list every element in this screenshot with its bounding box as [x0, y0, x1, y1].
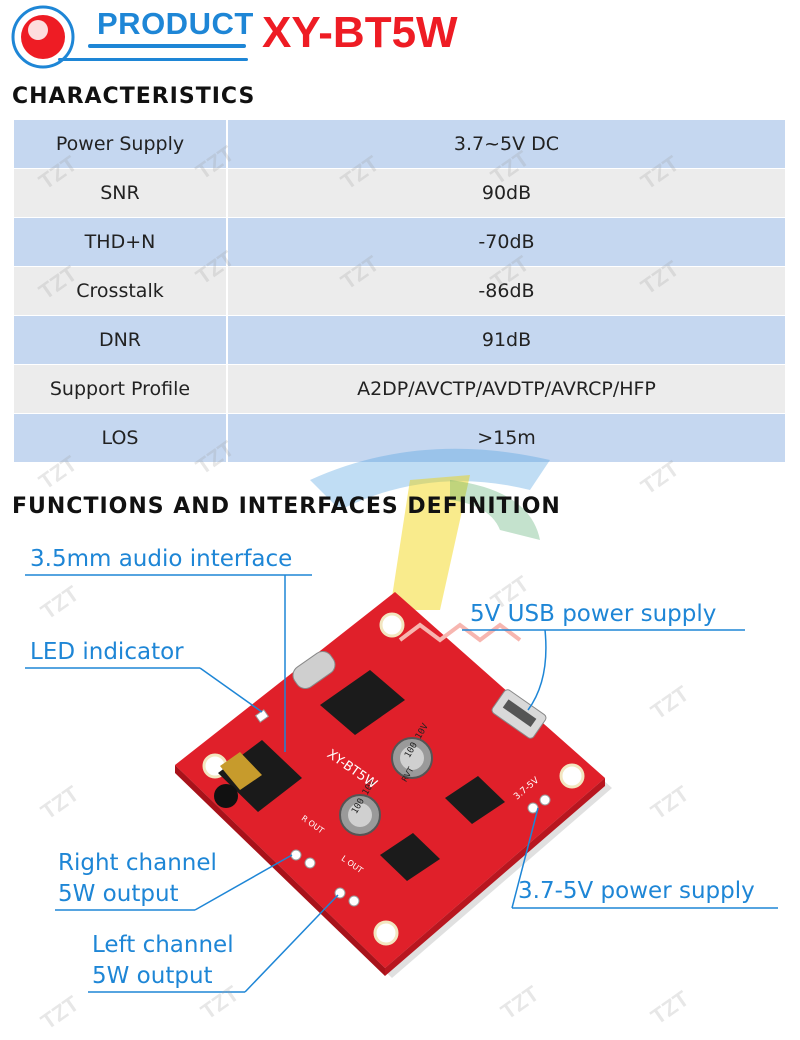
- table-row: LOS >15m: [14, 414, 785, 463]
- board-illustration: [175, 592, 612, 978]
- callout-leader-lines: [25, 574, 778, 993]
- product-label: PRODUCT: [97, 6, 254, 41]
- callout-led-indicator: LED indicator: [30, 639, 184, 665]
- product-underline-secondary: [58, 58, 248, 61]
- spec-value: 3.7~5V DC: [453, 133, 560, 155]
- spec-name: SNR: [14, 169, 228, 217]
- callout-usb-power: 5V USB power supply: [470, 601, 717, 627]
- table-row: Crosstalk -86dB: [14, 267, 785, 316]
- spec-name: DNR: [14, 316, 228, 364]
- table-row: THD+N -70dB: [14, 218, 785, 267]
- product-underline: [88, 44, 246, 48]
- interface-diagram: 100 10V 100 10V RVT XY-BT5W 3.7-5V R OUT…: [0, 530, 800, 1040]
- callout-right-channel-output: 5W output: [58, 881, 179, 907]
- model-title: XY-BT5W: [262, 8, 458, 57]
- spec-name: LOS: [14, 414, 228, 462]
- callout-right-channel: Right channel: [58, 850, 217, 876]
- table-row: SNR 90dB: [14, 169, 785, 218]
- spec-name: Crosstalk: [14, 267, 228, 315]
- spec-name: THD+N: [14, 218, 228, 266]
- table-row: Power Supply 3.7~5V DC: [14, 120, 785, 169]
- functions-title: FUNCTIONS AND INTERFACES DEFINITION: [12, 494, 561, 519]
- callout-left-channel-output: 5W output: [92, 963, 213, 989]
- brand-logo: [10, 4, 76, 70]
- callout-power-supply: 3.7-5V power supply: [518, 878, 755, 904]
- spec-value: A2DP/AVCTP/AVDTP/AVRCP/HFP: [357, 378, 656, 400]
- spec-value: 90dB: [481, 182, 532, 204]
- spec-value: -70dB: [478, 231, 535, 253]
- background-logo-graphic: [310, 448, 550, 610]
- spec-value: -86dB: [478, 280, 535, 302]
- spec-name: Power Supply: [14, 120, 228, 168]
- spec-value: 91dB: [481, 329, 532, 351]
- characteristics-title: CHARACTERISTICS: [12, 84, 256, 109]
- spec-name: Support Profile: [14, 365, 228, 413]
- characteristics-table: Power Supply 3.7~5V DC SNR 90dB THD+N -7…: [14, 120, 785, 463]
- table-row: DNR 91dB: [14, 316, 785, 365]
- table-row: Support Profile A2DP/AVCTP/AVDTP/AVRCP/H…: [14, 365, 785, 414]
- callout-audio-interface: 3.5mm audio interface: [30, 546, 293, 572]
- spec-value: >15m: [477, 427, 536, 449]
- callout-left-channel: Left channel: [92, 932, 234, 958]
